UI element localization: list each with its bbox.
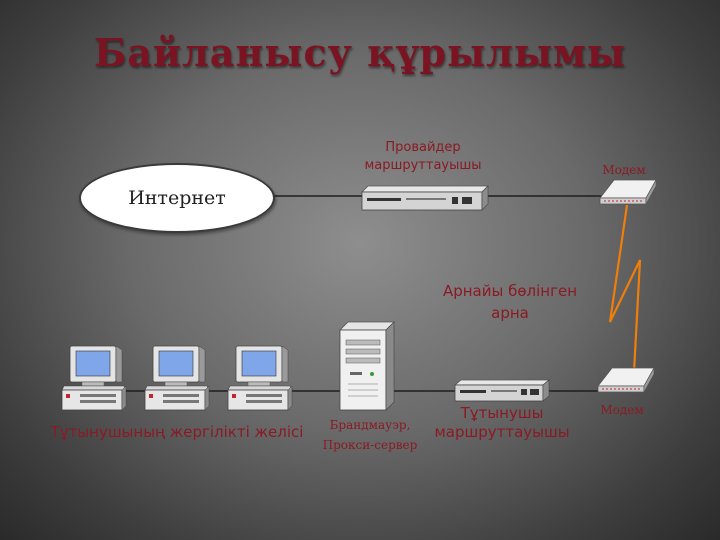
computer-icon-2 [144, 345, 210, 411]
firewall-line2: Прокси-сервер [322, 438, 418, 452]
computer-icon-1 [61, 345, 127, 411]
dedicated-channel-link [608, 204, 642, 373]
provider-router-label-line1: Провайдер [385, 140, 461, 155]
provider-router-label-line2: маршруттауышы [364, 158, 482, 173]
client-router-icon [453, 379, 551, 402]
internet-cloud: Интернет [79, 163, 275, 233]
provider-router-icon [361, 185, 489, 211]
client-router-label: Тұтынушы маршруттауышы [424, 404, 580, 442]
server-tower-icon [339, 321, 395, 411]
dedicated-channel-line2: арна [491, 304, 529, 322]
computer-icon-3 [227, 345, 293, 411]
modem-top-icon [599, 178, 657, 206]
slide-title: Байланысу құрылымы [93, 30, 627, 75]
modem-top-label: Модем [602, 163, 646, 177]
dedicated-channel-line1: Арнайы бөлінген [442, 282, 578, 300]
modem-bottom-label: Модем [600, 403, 644, 417]
lan-label: Тұтынушының жергілікті желісі [50, 423, 304, 441]
client-router-line2: маршруттауышы [434, 423, 570, 441]
dedicated-channel-label: Арнайы бөлінген арна [420, 280, 600, 324]
client-router-line1: Тұтынушы [460, 404, 544, 422]
internet-label: Интернет [128, 187, 226, 209]
modem-bottom-icon [597, 366, 655, 394]
firewall-line1: Брандмауэр, [329, 418, 411, 432]
provider-router-label: Провайдер маршруттауышы [343, 139, 503, 175]
firewall-label: Брандмауэр, Прокси-сервер [314, 415, 426, 455]
